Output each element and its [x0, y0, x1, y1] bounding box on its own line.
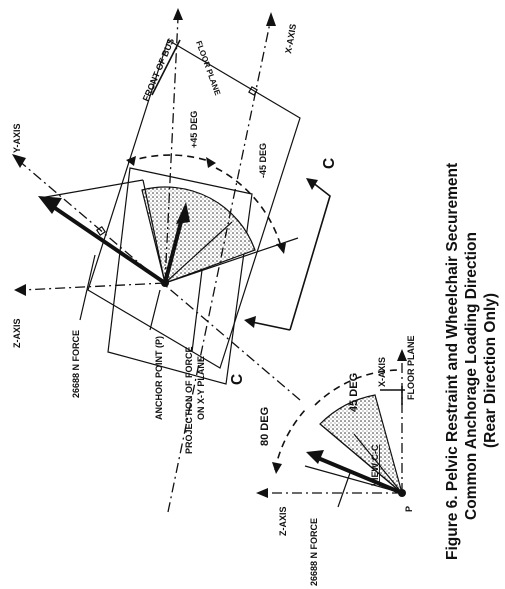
section-sector-edge — [319, 423, 403, 494]
projection-vector-arrowhead — [176, 202, 190, 224]
view-c-c-title: VIEW C-C — [370, 444, 380, 486]
section-c-top-marker — [289, 181, 331, 331]
force-construction-line — [39, 179, 144, 199]
plus-45-arc — [127, 154, 213, 163]
caption-line-1: Figure 6. Pelvic Restraint and Wheelchai… — [444, 163, 461, 560]
section-80-arc-arrow — [272, 462, 282, 474]
section-force-leader — [337, 472, 351, 508]
section-c-bottom-marker — [251, 321, 291, 331]
floor-plane-square-marker — [248, 86, 258, 96]
section-force-label: 26688 N FORCE — [309, 518, 319, 586]
projection-leader — [191, 269, 203, 353]
vertical-reference-line — [164, 17, 179, 284]
plus-45-arc-arrow-end — [206, 157, 216, 168]
limit-line — [164, 237, 299, 284]
section-c-bottom-arrow — [244, 316, 256, 328]
section-point-p-label: P — [404, 506, 414, 512]
anchor-point-label: ANCHOR POINT (P) — [154, 336, 164, 420]
section-80-line — [304, 465, 403, 494]
caption-line-2: Common Anchorage Loading Direction — [463, 232, 480, 520]
main-floor-plane-label: FLOOR PLANE — [194, 40, 222, 98]
section-45-line — [353, 433, 403, 494]
section-plane-outline — [107, 167, 253, 385]
minus-45-arc-arrow — [276, 243, 286, 254]
sector-edge-line — [164, 221, 233, 284]
main-force-label: 26688 N FORCE — [71, 330, 81, 398]
section-force-vector — [317, 456, 403, 495]
section-45-label: 45 DEG — [348, 373, 360, 412]
section-force-arrowhead — [306, 450, 324, 464]
projection-label-line1: PROJECTION OF FORCE — [184, 346, 194, 454]
minus-45-arc — [215, 167, 283, 251]
section-80-arc — [274, 409, 306, 471]
main-z-axis-label: Z-AXIS — [12, 318, 22, 348]
front-of-bus-label: FRONT OF BUS — [141, 37, 177, 103]
projection-vector — [163, 217, 184, 284]
x-axis-line — [167, 17, 272, 513]
z-axis-arrowhead — [14, 284, 26, 296]
section-view: X-AXIS FLOOR PLANE 45 DEG 80 DEG VIEW C-… — [256, 336, 416, 586]
plus-45-arc-arrow — [126, 156, 136, 166]
section-z-axis-label: Z-AXIS — [278, 506, 288, 536]
projection-label-line2: ON X-Y PLANE — [196, 356, 206, 420]
x-axis-arrowhead — [266, 12, 276, 26]
y-axis-arrowhead — [12, 154, 26, 168]
force-leader — [79, 254, 96, 321]
minus-45-label: -45 DEG — [258, 143, 268, 178]
figure-caption: Figure 6. Pelvic Restraint and Wheelchai… — [444, 163, 499, 560]
section-x-axis-label: X-AXIS — [377, 357, 387, 387]
main-view: Y-AXIS Z-AXIS X-AXIS FRONT OF BUS FLOOR … — [12, 8, 338, 513]
main-y-axis-label: Y-AXIS — [12, 123, 22, 153]
section-floor-plane-label: FLOOR PLANE — [406, 336, 416, 401]
caption-line-3: (Rear Direction Only) — [482, 293, 499, 448]
right-angle-marker — [96, 226, 106, 236]
main-x-axis-label: X-AXIS — [283, 23, 298, 54]
force-drop-line — [142, 179, 166, 284]
force-vector — [50, 204, 167, 285]
front-of-bus-line — [151, 39, 181, 96]
section-80-label: 80 DEG — [259, 407, 271, 446]
anchor-leader — [149, 289, 161, 331]
plus-45-label: +45 DEG — [189, 111, 199, 148]
section-z-axis-arrowhead — [256, 488, 268, 498]
loading-direction-sector — [141, 186, 256, 284]
section-c-top-arrow — [306, 178, 318, 190]
section-x-axis-arrowhead — [397, 349, 407, 361]
vertical-reference-arrowhead — [173, 8, 183, 20]
section-c-top-label: C — [321, 158, 338, 169]
section-c-bottom-label: C — [229, 374, 246, 385]
z-axis-line — [21, 282, 166, 291]
force-vector-arrowhead — [38, 196, 62, 214]
section-point-p-dot — [398, 489, 406, 497]
anchor-point-dot — [161, 279, 169, 287]
